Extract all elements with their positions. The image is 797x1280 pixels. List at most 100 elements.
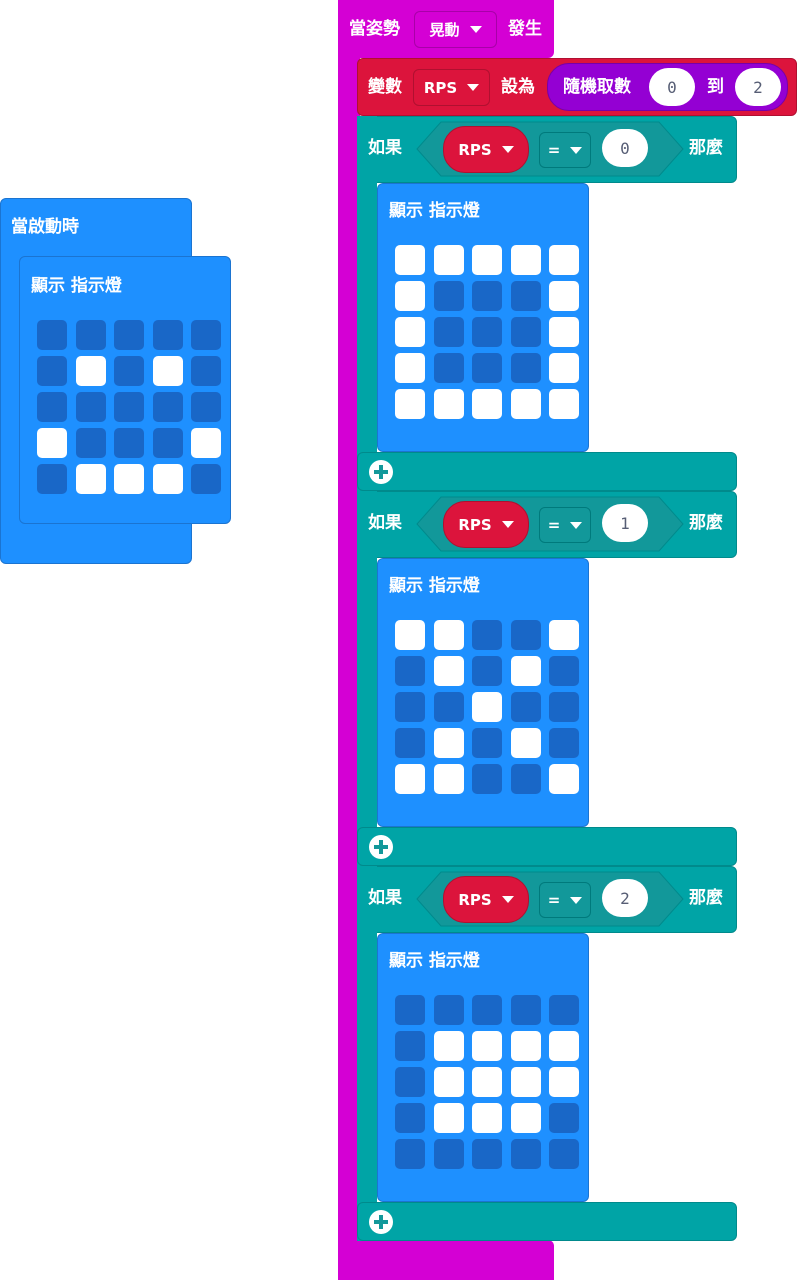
operator-dropdown[interactable]: = <box>539 507 591 543</box>
operator-dropdown[interactable]: = <box>539 132 591 168</box>
variable-reporter[interactable]: RPS <box>443 501 529 548</box>
led-4-0[interactable] <box>395 1139 425 1169</box>
led-3-4[interactable] <box>549 1103 579 1133</box>
led-0-1[interactable] <box>433 995 464 1025</box>
led-1-4[interactable] <box>191 356 221 386</box>
led-0-1[interactable] <box>433 245 464 275</box>
led-1-4[interactable] <box>549 281 579 311</box>
led-0-0[interactable] <box>395 995 425 1025</box>
led-0-1[interactable] <box>433 620 464 650</box>
led-2-4[interactable] <box>549 692 579 722</box>
led-4-3[interactable] <box>510 1139 541 1169</box>
led-1-0[interactable] <box>395 656 425 686</box>
led-4-2[interactable] <box>472 389 502 419</box>
led-1-2[interactable] <box>472 1031 502 1061</box>
led-3-0[interactable] <box>395 728 425 758</box>
led-2-0[interactable] <box>395 317 425 347</box>
led-0-4[interactable] <box>549 245 579 275</box>
led-2-2[interactable] <box>472 1067 502 1097</box>
led-1-1[interactable] <box>433 281 464 311</box>
led-0-3[interactable] <box>152 320 183 350</box>
led-2-1[interactable] <box>433 317 464 347</box>
led-3-2[interactable] <box>472 1103 502 1133</box>
operator-dropdown[interactable]: = <box>539 882 591 918</box>
led-3-2[interactable] <box>472 353 502 383</box>
led-0-3[interactable] <box>510 995 541 1025</box>
led-2-3[interactable] <box>510 317 541 347</box>
led-4-4[interactable] <box>549 1139 579 1169</box>
led-1-1[interactable] <box>433 1031 464 1061</box>
led-3-1[interactable] <box>433 728 464 758</box>
led-2-0[interactable] <box>395 692 425 722</box>
led-3-3[interactable] <box>510 353 541 383</box>
led-2-4[interactable] <box>549 317 579 347</box>
led-4-0[interactable] <box>37 464 67 494</box>
led-4-1[interactable] <box>433 1139 464 1169</box>
led-2-4[interactable] <box>549 1067 579 1097</box>
led-3-1[interactable] <box>433 1103 464 1133</box>
led-2-0[interactable] <box>37 392 67 422</box>
led-1-3[interactable] <box>510 1031 541 1061</box>
if-block[interactable]: 如果 RPS = 1 那麼 顯示 指示燈 <box>357 491 737 866</box>
led-4-3[interactable] <box>152 464 183 494</box>
led-2-1[interactable] <box>433 1067 464 1097</box>
variable-dropdown[interactable]: RPS <box>413 69 490 106</box>
led-4-2[interactable] <box>472 764 502 794</box>
led-0-0[interactable] <box>395 620 425 650</box>
led-4-1[interactable] <box>433 389 464 419</box>
led-3-3[interactable] <box>510 1103 541 1133</box>
led-3-4[interactable] <box>549 353 579 383</box>
led-4-1[interactable] <box>75 464 106 494</box>
on-start-block[interactable]: 當啟動時 顯示 指示燈 <box>0 198 231 564</box>
add-else-icon[interactable] <box>369 835 393 859</box>
led-1-2[interactable] <box>472 281 502 311</box>
led-4-0[interactable] <box>395 764 425 794</box>
add-else-icon[interactable] <box>369 460 393 484</box>
led-0-3[interactable] <box>510 620 541 650</box>
led-2-3[interactable] <box>510 1067 541 1097</box>
led-0-2[interactable] <box>472 620 502 650</box>
led-1-3[interactable] <box>510 656 541 686</box>
led-3-4[interactable] <box>549 728 579 758</box>
led-1-2[interactable] <box>114 356 144 386</box>
led-4-4[interactable] <box>549 764 579 794</box>
led-4-2[interactable] <box>472 1139 502 1169</box>
on-gesture-block[interactable] <box>338 0 554 1280</box>
led-4-3[interactable] <box>510 764 541 794</box>
if-block[interactable]: 如果 RPS = 2 那麼 顯示 指示燈 <box>357 866 737 1241</box>
led-2-0[interactable] <box>395 1067 425 1097</box>
led-0-0[interactable] <box>37 320 67 350</box>
led-2-2[interactable] <box>114 392 144 422</box>
if-block[interactable]: 如果 RPS = 0 那麼 顯示 指示燈 <box>357 116 737 491</box>
led-3-0[interactable] <box>37 428 67 458</box>
led-0-2[interactable] <box>114 320 144 350</box>
led-3-0[interactable] <box>395 1103 425 1133</box>
add-else-icon[interactable] <box>369 1210 393 1234</box>
variable-reporter[interactable]: RPS <box>443 126 529 173</box>
led-4-4[interactable] <box>191 464 221 494</box>
led-0-2[interactable] <box>472 995 502 1025</box>
led-3-3[interactable] <box>510 728 541 758</box>
led-1-4[interactable] <box>549 656 579 686</box>
led-0-4[interactable] <box>549 995 579 1025</box>
random-to-input[interactable]: 2 <box>735 68 781 106</box>
led-3-1[interactable] <box>75 428 106 458</box>
led-1-0[interactable] <box>395 1031 425 1061</box>
led-2-1[interactable] <box>75 392 106 422</box>
led-3-3[interactable] <box>152 428 183 458</box>
led-2-2[interactable] <box>472 692 502 722</box>
led-4-2[interactable] <box>114 464 144 494</box>
led-1-0[interactable] <box>395 281 425 311</box>
variable-reporter[interactable]: RPS <box>443 876 529 923</box>
led-2-4[interactable] <box>191 392 221 422</box>
led-2-3[interactable] <box>510 692 541 722</box>
led-1-2[interactable] <box>472 656 502 686</box>
led-2-3[interactable] <box>152 392 183 422</box>
show-leds-block[interactable]: 顯示 指示燈 <box>19 256 231 524</box>
led-1-3[interactable] <box>510 281 541 311</box>
led-1-1[interactable] <box>433 656 464 686</box>
led-0-0[interactable] <box>395 245 425 275</box>
led-0-2[interactable] <box>472 245 502 275</box>
compare-value-input[interactable]: 2 <box>602 879 648 917</box>
led-2-1[interactable] <box>433 692 464 722</box>
